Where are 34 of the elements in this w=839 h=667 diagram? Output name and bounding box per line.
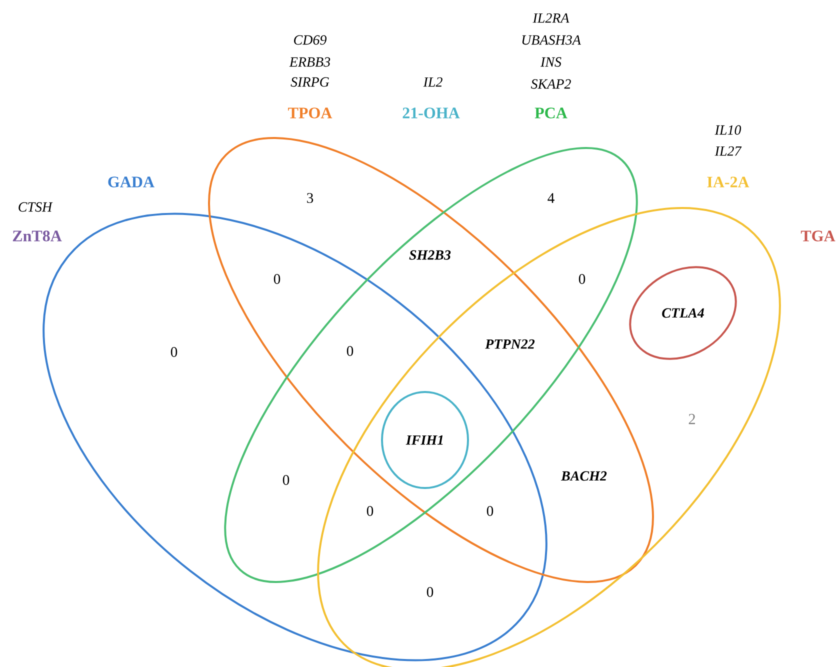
gene-name: UBASH3A [522, 35, 581, 45]
region-count: 0 [366, 506, 374, 516]
region-count: 2 [688, 414, 695, 424]
region-count: 0 [274, 274, 280, 284]
region-count: 0 [578, 274, 586, 284]
set-label: ZnT8A [12, 230, 62, 242]
region-count: 0 [426, 587, 434, 597]
set-label: TGA [800, 230, 836, 242]
gene-name: IL27 [714, 146, 742, 156]
gene-name: INS [540, 57, 562, 67]
region-count: 0 [170, 347, 178, 357]
gene-name: SH2B3 [409, 250, 451, 260]
gene-name: CTSH [18, 202, 53, 212]
gene-name: IL2RA [532, 13, 570, 23]
region-count: 0 [282, 475, 290, 485]
gene-name: BACH2 [560, 471, 607, 481]
gene-name: IFIH1 [406, 435, 443, 445]
set-label: PCA [534, 108, 568, 118]
region-count: 4 [548, 193, 554, 203]
set-label: GADA [108, 176, 154, 188]
region-count: 3 [307, 193, 314, 203]
gene-name: SIRPG [290, 77, 330, 87]
set-label: TPOA [288, 108, 332, 118]
set-label: IA-2A [707, 176, 750, 188]
region-count: 0 [486, 506, 494, 516]
gene-name: SKAP2 [530, 79, 571, 89]
gene-name: PTPN22 [485, 339, 535, 349]
gene-name: IL2 [423, 77, 442, 87]
set-label: 21-OHA [402, 108, 460, 118]
region-count: 0 [346, 346, 354, 356]
gene-name: IL10 [714, 125, 742, 135]
gene-name: ERBB3 [289, 57, 330, 67]
gene-name: CTLA4 [662, 308, 704, 318]
gene-name: CD69 [294, 35, 326, 45]
